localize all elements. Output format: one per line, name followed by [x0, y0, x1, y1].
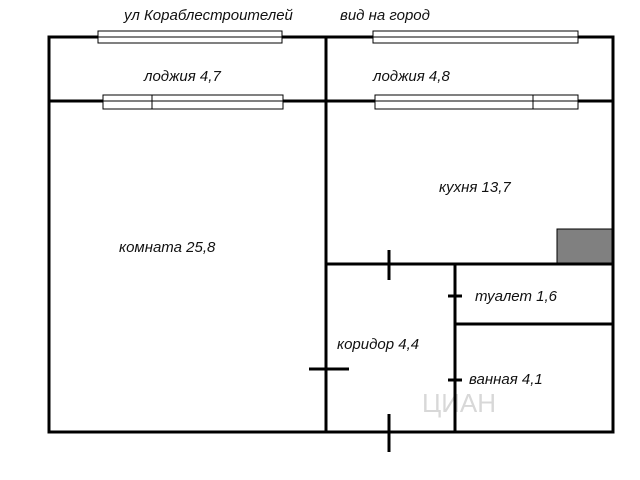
window-left-bottom: [102, 94, 284, 110]
loggia-left-label: лоджия 4,7: [143, 68, 221, 85]
loggia-right-label: лоджия 4,8: [372, 68, 450, 85]
view-label: вид на город: [340, 7, 430, 24]
street-label: ул Кораблестроителей: [123, 7, 294, 24]
window-right-bottom: [374, 94, 579, 110]
windows: [97, 30, 579, 110]
bathroom-label: ванная 4,1: [469, 371, 543, 388]
doors: [309, 250, 462, 452]
corridor-label: коридор 4,4: [337, 336, 419, 353]
watermark: ЦИАН: [422, 388, 496, 418]
kitchen-label: кухня 13,7: [439, 179, 511, 196]
room-label: комната 25,8: [119, 239, 216, 256]
toilet-label: туалет 1,6: [475, 288, 558, 305]
kitchen-block: [556, 228, 613, 264]
